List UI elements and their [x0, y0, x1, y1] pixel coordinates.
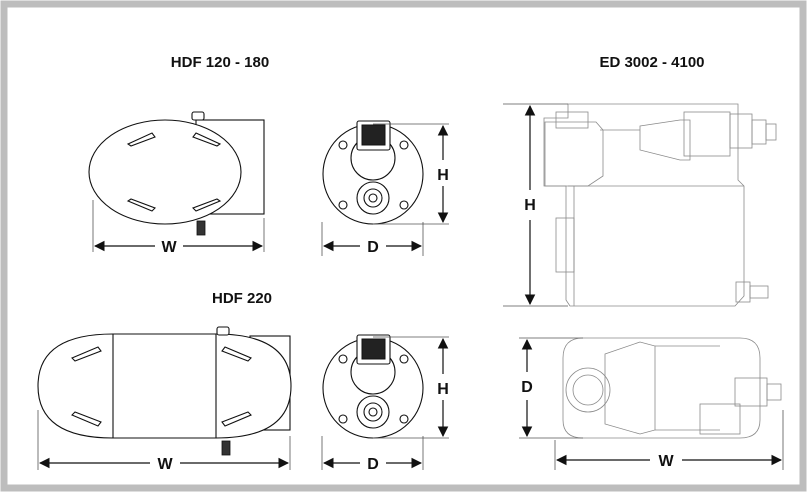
- title-ed-3002-4100: ED 3002 - 4100: [599, 54, 704, 71]
- ed-width-label: W: [658, 453, 674, 470]
- ed-3002-4100-top-view: [519, 337, 784, 470]
- title-hdf-120-180: HDF 120 - 180: [171, 54, 269, 71]
- hdf-120-180-depth-label: D: [367, 239, 379, 256]
- ed-depth-label: D: [521, 379, 533, 396]
- hdf-220-side-view: [37, 326, 292, 470]
- title-hdf-220: HDF 220: [212, 290, 272, 307]
- ed-3002-4100-side-view: [503, 103, 777, 307]
- hdf-220-front-view: [321, 334, 449, 470]
- hdf-120-180-side-view: [88, 111, 265, 252]
- hdf-120-180-height-label: H: [437, 167, 449, 184]
- ed-height-label: H: [524, 197, 536, 214]
- hdf-120-180-front-view: [321, 120, 449, 256]
- hdf-120-180-width-label: W: [161, 239, 177, 256]
- hdf-220-depth-label: D: [367, 456, 379, 473]
- hdf-220-width-label: W: [157, 456, 173, 473]
- hdf-220-height-label: H: [437, 381, 449, 398]
